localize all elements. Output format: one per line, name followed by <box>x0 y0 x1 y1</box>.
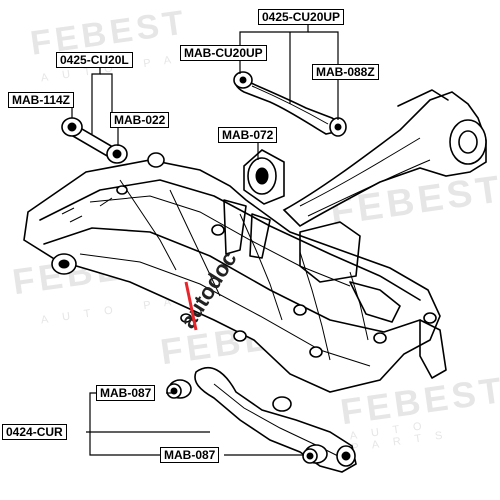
trailing-arm-knuckle <box>282 89 487 228</box>
label-mab-114z: MAB-114Z <box>8 92 75 108</box>
bushing-mab-072 <box>243 149 285 205</box>
bushing-mab-087-top <box>166 379 192 399</box>
label-mab-022: MAB-022 <box>110 112 170 128</box>
upper-control-arm <box>233 71 347 137</box>
leader-lines <box>71 24 339 456</box>
label-0425-cu20l: 0425-CU20L <box>56 52 133 68</box>
rear-subframe <box>23 152 447 393</box>
label-mab-072: MAB-072 <box>218 127 278 143</box>
label-0425-cu20up: 0425-CU20UP <box>258 9 345 25</box>
label-mab-cu20up: MAB-CU20UP <box>180 45 267 61</box>
bushing-mab-087-bottom <box>302 444 328 464</box>
lower-rod-arm <box>61 117 128 164</box>
label-mab-087-top: MAB-087 <box>96 385 156 401</box>
autodoc-red-mark <box>184 281 198 331</box>
label-mab-088z: MAB-088Z <box>312 64 379 80</box>
label-0424-cur: 0424-CUR <box>2 424 67 440</box>
label-mab-087-bottom: MAB-087 <box>160 447 220 463</box>
